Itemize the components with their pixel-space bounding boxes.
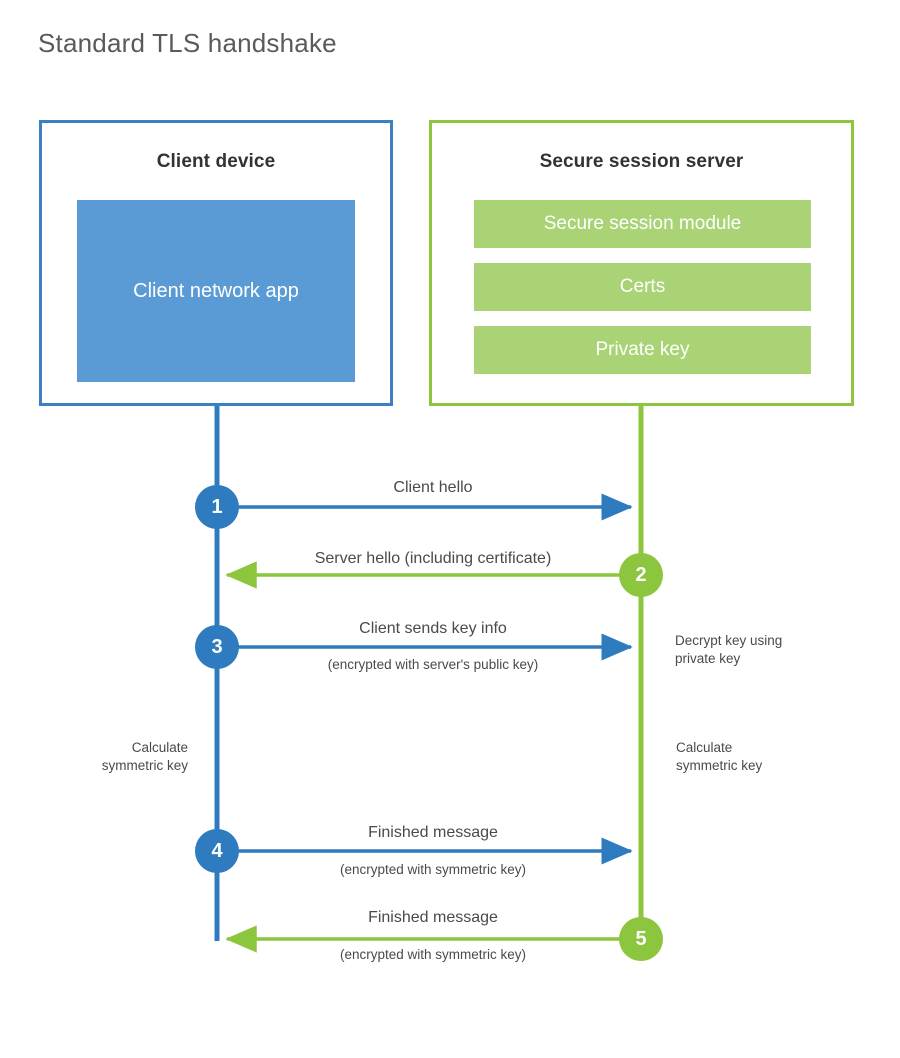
- server-component-private-key: Private key: [474, 326, 811, 374]
- secure-session-server-box: Secure session server Secure session mod…: [429, 120, 854, 406]
- step-marker-1[interactable]: 1: [195, 485, 239, 529]
- step-3-sublabel: (encrypted with server's public key): [327, 657, 539, 672]
- client-network-app-block: Client network app: [77, 200, 355, 382]
- step-marker-5[interactable]: 5: [619, 917, 663, 961]
- client-device-box: Client device Client network app: [39, 120, 393, 406]
- server-component-certs: Certs: [474, 263, 811, 311]
- client-device-title: Client device: [156, 151, 276, 172]
- page-title: Standard TLS handshake: [38, 28, 337, 58]
- step-4-sublabel: (encrypted with symmetric key): [339, 862, 527, 877]
- step-marker-3[interactable]: 3: [195, 625, 239, 669]
- step-4-label: Finished message: [368, 824, 498, 841]
- secure-session-server-title: Secure session server: [539, 151, 744, 172]
- note-client-calculate-symmetric-key: Calculate symmetric key: [101, 740, 188, 774]
- note-server-decrypt-key: Decrypt key using private key: [675, 633, 783, 667]
- server-component-secure-session-module: Secure session module: [474, 200, 811, 248]
- step-3-label: Client sends key info: [359, 620, 507, 637]
- step-marker-4[interactable]: 4: [195, 829, 239, 873]
- step-2-label: Server hello (including certificate): [314, 550, 552, 567]
- step-marker-2[interactable]: 2: [619, 553, 663, 597]
- note-server-calculate-symmetric-key: Calculate symmetric key: [676, 740, 763, 774]
- step-5-label: Finished message: [368, 909, 498, 926]
- step-1-label: Client hello: [393, 479, 473, 496]
- step-5-sublabel: (encrypted with symmetric key): [339, 947, 527, 962]
